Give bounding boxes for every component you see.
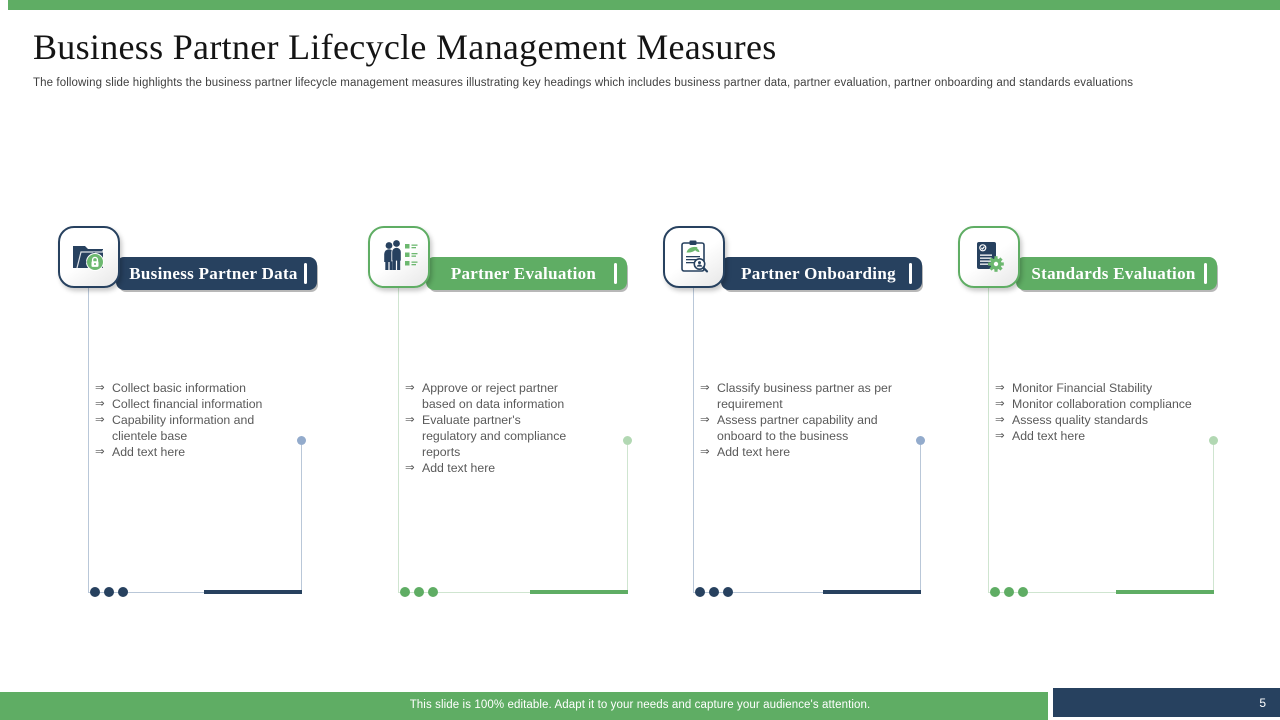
bottom-line [88, 592, 302, 593]
page-number-block: 5 [1053, 688, 1280, 717]
document-gear-icon [969, 237, 1009, 277]
dot [1004, 587, 1014, 597]
header-accent-tick [614, 263, 617, 284]
footer-bar [0, 692, 1048, 720]
dot [428, 587, 438, 597]
connector-line [1213, 445, 1214, 592]
progress-dots [90, 587, 128, 597]
bullet-item: Evaluate partner's regulatory and compli… [405, 412, 577, 460]
bottom-line [693, 592, 921, 593]
dot [90, 587, 100, 597]
bullet-item: Monitor Financial Stability [995, 380, 1221, 396]
column-title: Business Partner Data [129, 263, 298, 283]
connector-line [920, 445, 921, 592]
header-accent-tick [909, 263, 912, 284]
bullet-item: Add text here [700, 444, 914, 460]
column-header[interactable]: Business Partner Data [116, 257, 317, 290]
bullet-item: Add text here [405, 460, 577, 476]
bottom-line [398, 592, 628, 593]
bullet-list[interactable]: Collect basic information Collect financ… [95, 380, 277, 460]
connector-line [693, 288, 694, 592]
column-header[interactable]: Standards Evaluation [1016, 257, 1217, 290]
column-header[interactable]: Partner Onboarding [721, 257, 922, 290]
dot [709, 587, 719, 597]
bullet-item: Assess quality standards [995, 412, 1221, 428]
bullet-item: Monitor collaboration compliance [995, 396, 1221, 412]
mid-dot [297, 436, 306, 445]
bullet-item: Collect basic information [95, 380, 277, 396]
clipboard-search-icon [674, 237, 714, 277]
page-number: 5 [1259, 695, 1266, 710]
accent-line [530, 590, 628, 594]
bullet-item: Approve or reject partner based on data … [405, 380, 577, 412]
dot [414, 587, 424, 597]
column-title: Partner Onboarding [741, 263, 896, 283]
dot [400, 587, 410, 597]
column-icon-card[interactable] [368, 226, 430, 288]
dot [1018, 587, 1028, 597]
footer-note[interactable]: This slide is 100% editable. Adapt it to… [409, 699, 871, 711]
header-accent-tick [1204, 263, 1207, 284]
dot [118, 587, 128, 597]
column-icon-card[interactable] [58, 226, 120, 288]
bottom-line [988, 592, 1214, 593]
people-checklist-icon [379, 237, 419, 277]
accent-line [204, 590, 302, 594]
connector-line [398, 288, 399, 592]
bullet-item: Add text here [995, 428, 1221, 444]
accent-line [823, 590, 921, 594]
bullet-item: Assess partner capability and onboard to… [700, 412, 914, 444]
column-icon-card[interactable] [663, 226, 725, 288]
dot [695, 587, 705, 597]
dot [104, 587, 114, 597]
folder-lock-icon [69, 237, 109, 277]
top-accent-bar [8, 0, 1280, 10]
column-header[interactable]: Partner Evaluation [426, 257, 627, 290]
progress-dots [990, 587, 1028, 597]
bullet-item: Classify business partner as per require… [700, 380, 914, 412]
connector-line [627, 445, 628, 592]
bullet-item: Collect financial information [95, 396, 277, 412]
column-title: Standards Evaluation [1031, 263, 1196, 283]
accent-line [1116, 590, 1214, 594]
bullet-item: Capability information and clientele bas… [95, 412, 277, 444]
bullet-item: Add text here [95, 444, 277, 460]
progress-dots [695, 587, 733, 597]
dot [990, 587, 1000, 597]
slide-subtitle[interactable]: The following slide highlights the busin… [33, 77, 1134, 89]
connector-line [88, 288, 89, 592]
header-accent-tick [304, 263, 307, 284]
column-icon-card[interactable] [958, 226, 1020, 288]
progress-dots [400, 587, 438, 597]
bullet-list[interactable]: Monitor Financial Stability Monitor coll… [995, 380, 1221, 444]
mid-dot [916, 436, 925, 445]
column-title: Partner Evaluation [450, 263, 597, 283]
bullet-list[interactable]: Approve or reject partner based on data … [405, 380, 577, 476]
dot [723, 587, 733, 597]
connector-line [988, 288, 989, 592]
slide-title[interactable]: Business Partner Lifecycle Management Me… [33, 27, 777, 67]
bullet-list[interactable]: Classify business partner as per require… [700, 380, 914, 460]
mid-dot [623, 436, 632, 445]
connector-line [301, 445, 302, 592]
